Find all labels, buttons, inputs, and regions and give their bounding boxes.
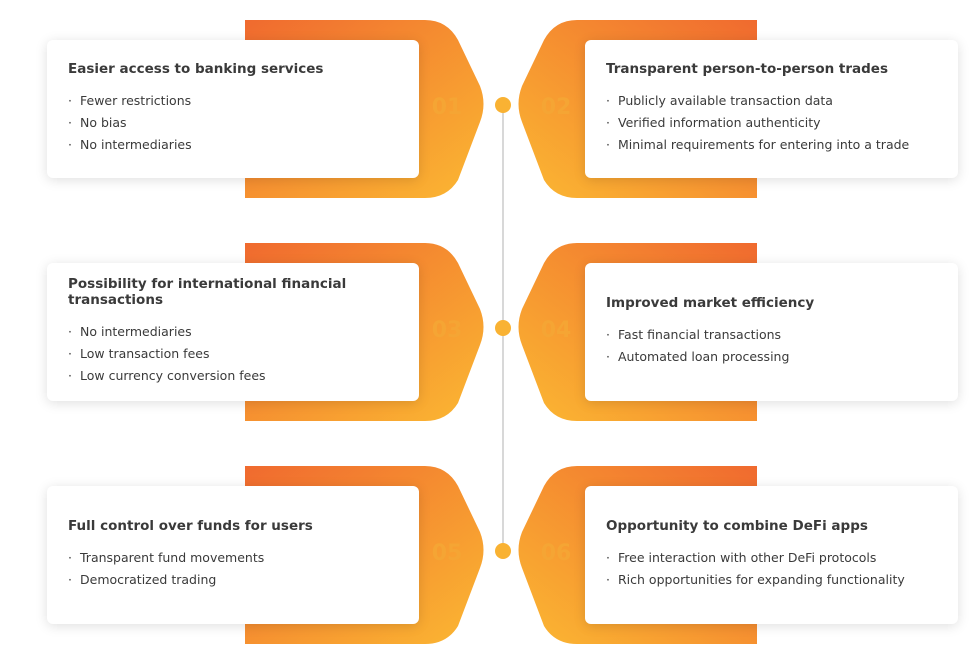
bullet-list: ·No intermediaries ·Low transaction fees… [68, 321, 403, 387]
step-number-02: 02 [540, 95, 572, 120]
list-item: ·Automated loan processing [606, 348, 790, 364]
card-05: Full control over funds for users ·Trans… [47, 486, 419, 624]
bullet-list: ·Free interaction with other DeFi protoc… [606, 547, 946, 591]
list-item: ·Minimal requirements for entering into … [606, 136, 910, 152]
card-title: Easier access to banking services [68, 61, 324, 78]
step-number-05: 05 [431, 541, 463, 566]
card-title: Opportunity to combine DeFi apps [606, 518, 868, 535]
list-item: ·Publicly available transaction data [606, 92, 833, 108]
bullet-list: ·Publicly available transaction data ·Ve… [606, 90, 946, 156]
card-title: Possibility for international financial … [68, 276, 347, 308]
step-number-03: 03 [431, 318, 463, 343]
card-06: Opportunity to combine DeFi apps ·Free i… [585, 486, 958, 624]
list-item: ·Fast financial transactions [606, 326, 782, 342]
list-item: ·Low transaction fees [68, 345, 210, 361]
step-number-01: 01 [431, 95, 463, 120]
card-title: Improved market efficiency [606, 295, 815, 312]
card-01: Easier access to banking services ·Fewer… [47, 40, 419, 178]
list-item: ·Low currency conversion fees [68, 367, 266, 383]
bullet-list: ·Transparent fund movements ·Democratize… [68, 547, 403, 591]
card-02: Transparent person-to-person trades ·Pub… [585, 40, 958, 178]
list-item: ·No intermediaries [68, 136, 192, 152]
list-item: ·Democratized trading [68, 571, 217, 587]
card-title: Transparent person-to-person trades [606, 61, 888, 78]
card-03: Possibility for international financial … [47, 263, 419, 401]
timeline-dot-2 [495, 320, 511, 336]
card-04: Improved market efficiency ·Fast financi… [585, 263, 958, 401]
step-number-04: 04 [540, 318, 572, 343]
bullet-list: ·Fewer restrictions ·No bias ·No interme… [68, 90, 403, 156]
list-item: ·No intermediaries [68, 323, 192, 339]
list-item: ·Free interaction with other DeFi protoc… [606, 549, 877, 565]
list-item: ·Verified information authenticity [606, 114, 821, 130]
bullet-list: ·Fast financial transactions ·Automated … [606, 324, 946, 368]
step-number-06: 06 [540, 541, 572, 566]
list-item: ·Rich opportunities for expanding functi… [606, 571, 905, 587]
list-item: ·No bias [68, 114, 127, 130]
list-item: ·Fewer restrictions [68, 92, 192, 108]
timeline-dot-1 [495, 97, 511, 113]
list-item: ·Transparent fund movements [68, 549, 265, 565]
timeline-dot-3 [495, 543, 511, 559]
card-title: Full control over funds for users [68, 518, 313, 535]
